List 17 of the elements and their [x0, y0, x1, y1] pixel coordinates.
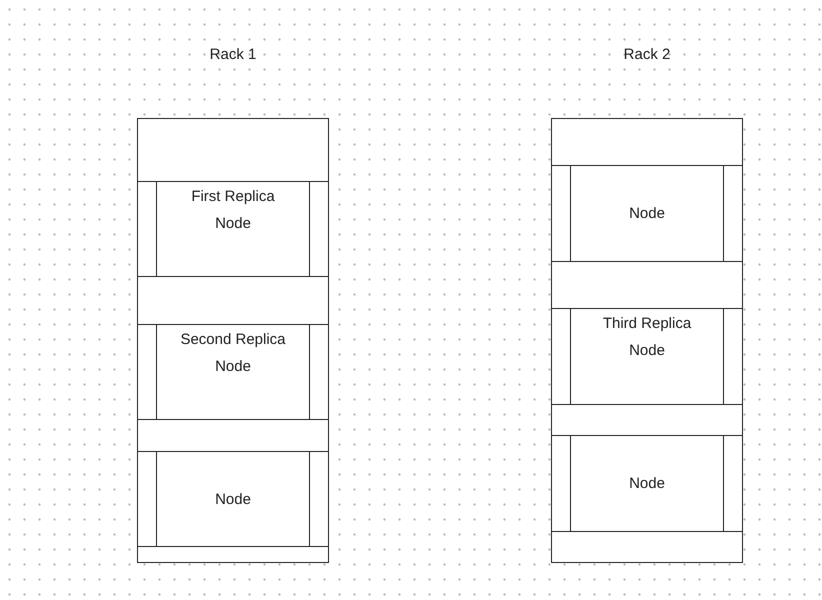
server-node: [156, 182, 310, 276]
node-label: Node: [629, 475, 665, 492]
server-node: [570, 309, 724, 404]
node-label: Node: [215, 215, 251, 232]
node-label: Node: [629, 205, 665, 222]
server-node: [156, 452, 310, 546]
server-node: [570, 166, 724, 261]
server-node: [156, 325, 310, 419]
node-label: Node: [215, 358, 251, 375]
rack-label: Rack 1: [208, 46, 258, 63]
node-label: Node: [629, 342, 665, 359]
server-node: [570, 436, 724, 531]
rack-label: Rack 2: [622, 46, 672, 63]
node-label: Node: [215, 490, 251, 508]
node-label: Third Replica: [602, 315, 692, 332]
node-label: Second Replica: [180, 331, 286, 348]
node-label: First Replica: [191, 188, 275, 205]
